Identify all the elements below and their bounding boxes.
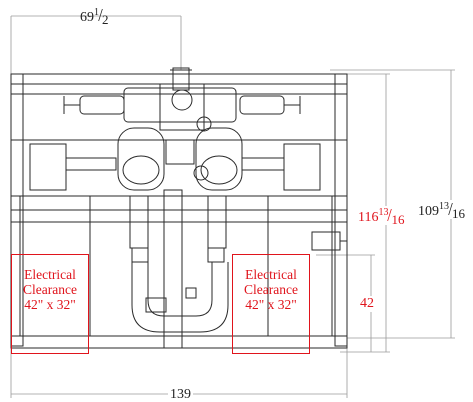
bottom-width-dimension: 139 xyxy=(168,387,193,402)
lower-frame xyxy=(10,209,348,223)
right-pump-housing xyxy=(195,127,243,191)
electrical-clearance-right: Electrical Clearance 42" x 32" xyxy=(232,254,310,354)
outer-height-whole: 109 xyxy=(418,204,439,219)
inner-height-dimension: 11613/16 xyxy=(358,205,405,227)
clearance-right-line3: 42" x 32" xyxy=(245,297,297,312)
clearance-height-dimension: 42 xyxy=(360,296,374,312)
left-pump-housing xyxy=(117,127,165,191)
top-valve-stem xyxy=(172,67,190,91)
left-motor-box xyxy=(29,143,67,191)
clearance-left-line3: 42" x 32" xyxy=(24,297,76,312)
top-width-denominator: 2 xyxy=(102,12,109,27)
inner-height-numerator: 13 xyxy=(378,207,389,218)
inner-height-whole: 116 xyxy=(358,210,379,225)
clearance-left-line1: Electrical xyxy=(24,267,76,282)
top-width-dimension: 691/2 xyxy=(80,5,109,27)
clearance-left-line2: Clearance xyxy=(23,282,77,297)
outer-height-denominator: 16 xyxy=(452,206,466,221)
u-loop-pipe xyxy=(131,262,229,333)
right-actuator xyxy=(239,95,285,115)
right-motor-box xyxy=(283,143,321,191)
top-width-whole: 69 xyxy=(80,10,94,25)
clearance-right-line2: Clearance xyxy=(244,282,298,297)
top-width-numerator: 1 xyxy=(94,7,99,18)
clearance-right-line1: Electrical xyxy=(245,267,297,282)
center-vertical-pipe xyxy=(163,189,183,349)
junction-box xyxy=(311,231,341,251)
left-lower-cabinet xyxy=(19,195,91,337)
middle-frame xyxy=(10,139,348,197)
outer-height-numerator: 13 xyxy=(439,201,449,212)
electrical-clearance-left: Electrical Clearance 42" x 32" xyxy=(11,254,89,354)
right-lower-cabinet xyxy=(267,195,333,337)
outer-height-dimension: 10913/16 xyxy=(418,199,466,221)
inner-height-denominator: 16 xyxy=(391,212,405,227)
left-actuator xyxy=(79,95,125,115)
